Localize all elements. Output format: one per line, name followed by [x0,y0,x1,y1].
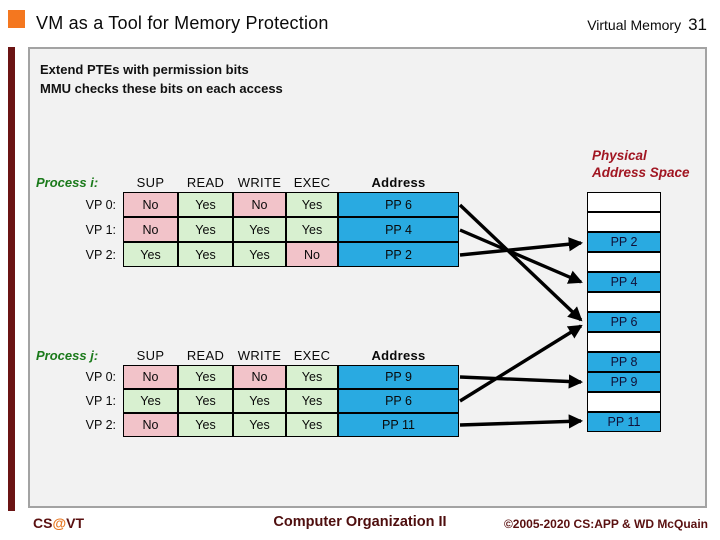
page-number: 31 [688,15,707,34]
perm-cell: Yes [286,389,338,413]
perm-cell: No [233,192,286,217]
bullet-line-1: Extend PTEs with permission bits [40,62,249,77]
column-header-address: Address [371,174,426,190]
physical-page-cell: PP 8 [587,352,661,372]
table-row: VP 0: No Yes No Yes PP 6 [36,192,459,217]
perm-cell: Yes [178,365,233,389]
perm-cell: No [123,365,178,389]
page-title: VM as a Tool for Memory Protection [36,13,329,33]
perm-cell: No [233,365,286,389]
process-j-label: Process j: [36,347,99,363]
physical-page-cell [587,212,661,232]
address-cell: PP 6 [338,192,459,217]
perm-cell: Yes [233,217,286,242]
vp-row-label: VP 0: [85,197,116,212]
physical-page-cell: PP 9 [587,372,661,392]
column-header-address: Address [371,347,426,363]
perm-cell: No [123,413,178,437]
address-cell: PP 6 [338,389,459,413]
physical-page-cell: PP 11 [587,412,661,432]
process-j-header-row: Process j: SUP READ WRITE EXEC Address [36,345,459,365]
process-i-header-row: Process i: SUP READ WRITE EXEC Address [36,172,459,192]
address-cell: PP 11 [338,413,459,437]
physical-page-cell [587,392,661,412]
perm-cell: Yes [178,389,233,413]
perm-cell: Yes [233,242,286,267]
footer-brand-at: @ [52,515,67,531]
physical-page-cell: PP 2 [587,232,661,252]
column-header-sup: SUP [136,174,165,190]
address-cell: PP 4 [338,217,459,242]
footer-brand-vt: VT [66,515,84,531]
column-header-write: WRITE [237,347,282,363]
table-row: VP 2: No Yes Yes Yes PP 11 [36,413,459,437]
left-accent-bar [8,47,15,511]
perm-cell: Yes [123,242,178,267]
bullet-list: Extend PTEs with permission bits MMU che… [40,60,283,98]
vp-row-label: VP 2: [85,247,116,262]
column-header-read: READ [186,174,225,190]
table-row: VP 0: No Yes No Yes PP 9 [36,365,459,389]
vp-row-label: VP 0: [85,370,116,384]
vp-row-label: VP 2: [85,418,116,432]
physical-page-cell: PP 6 [587,312,661,332]
vp-row-label: VP 1: [85,394,116,408]
perm-cell: Yes [123,389,178,413]
section-name: Virtual Memory [587,17,682,33]
address-cell: PP 2 [338,242,459,267]
footer-brand-cs: CS [33,515,53,531]
process-j-table: Process j: SUP READ WRITE EXEC Address V… [36,345,459,437]
perm-cell: Yes [233,389,286,413]
process-i-table: Process i: SUP READ WRITE EXEC Address V… [36,172,459,267]
perm-cell: Yes [286,413,338,437]
perm-cell: No [123,217,178,242]
table-row: VP 1: Yes Yes Yes Yes PP 6 [36,389,459,413]
table-row: VP 1: No Yes Yes Yes PP 4 [36,217,459,242]
column-header-exec: EXEC [293,347,331,363]
physical-address-space-title: Physical Address Space [592,147,690,181]
column-header-exec: EXEC [293,174,331,190]
perm-cell: Yes [178,413,233,437]
footer-brand: CS@VT [33,515,84,531]
column-header-read: READ [186,347,225,363]
vp-row-label: VP 1: [85,222,116,237]
accent-square-icon [8,10,25,28]
footer-course-title: Computer Organization II [273,514,447,530]
perm-cell: No [286,242,338,267]
physical-page-stack: PP 2 PP 4 PP 6 PP 8 PP 9 PP 11 [587,192,661,432]
physical-page-cell [587,192,661,212]
bullet-line-2: MMU checks these bits on each access [40,81,283,96]
perm-cell: Yes [286,365,338,389]
perm-cell: Yes [178,242,233,267]
physical-title-line2: Address Space [592,165,690,180]
column-header-sup: SUP [136,347,165,363]
physical-page-cell [587,292,661,312]
perm-cell: Yes [178,217,233,242]
footer-copyright: ©2005-2020 CS:APP & WD McQuain [503,517,708,531]
perm-cell: No [123,192,178,217]
physical-page-cell [587,252,661,272]
physical-page-cell [587,332,661,352]
column-header-write: WRITE [237,174,282,190]
perm-cell: Yes [233,413,286,437]
header-section-label: Virtual Memory 31 [587,15,707,35]
perm-cell: Yes [286,192,338,217]
physical-title-line1: Physical [592,148,647,163]
perm-cell: Yes [286,217,338,242]
table-row: VP 2: Yes Yes Yes No PP 2 [36,242,459,267]
perm-cell: Yes [178,192,233,217]
physical-page-cell: PP 4 [587,272,661,292]
address-cell: PP 9 [338,365,459,389]
process-i-label: Process i: [36,174,99,190]
